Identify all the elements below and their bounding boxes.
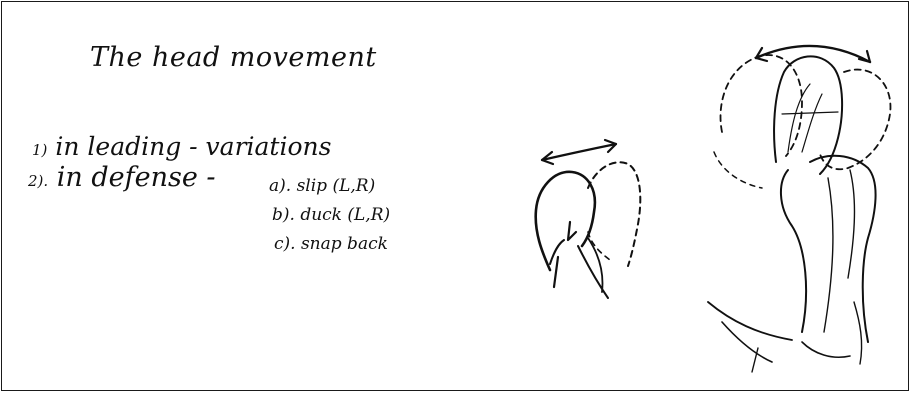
double-headed-arrow-icon <box>542 140 616 164</box>
head-and-shoulder-movement-sketch <box>708 46 890 372</box>
head-slip-sketch <box>536 140 641 298</box>
